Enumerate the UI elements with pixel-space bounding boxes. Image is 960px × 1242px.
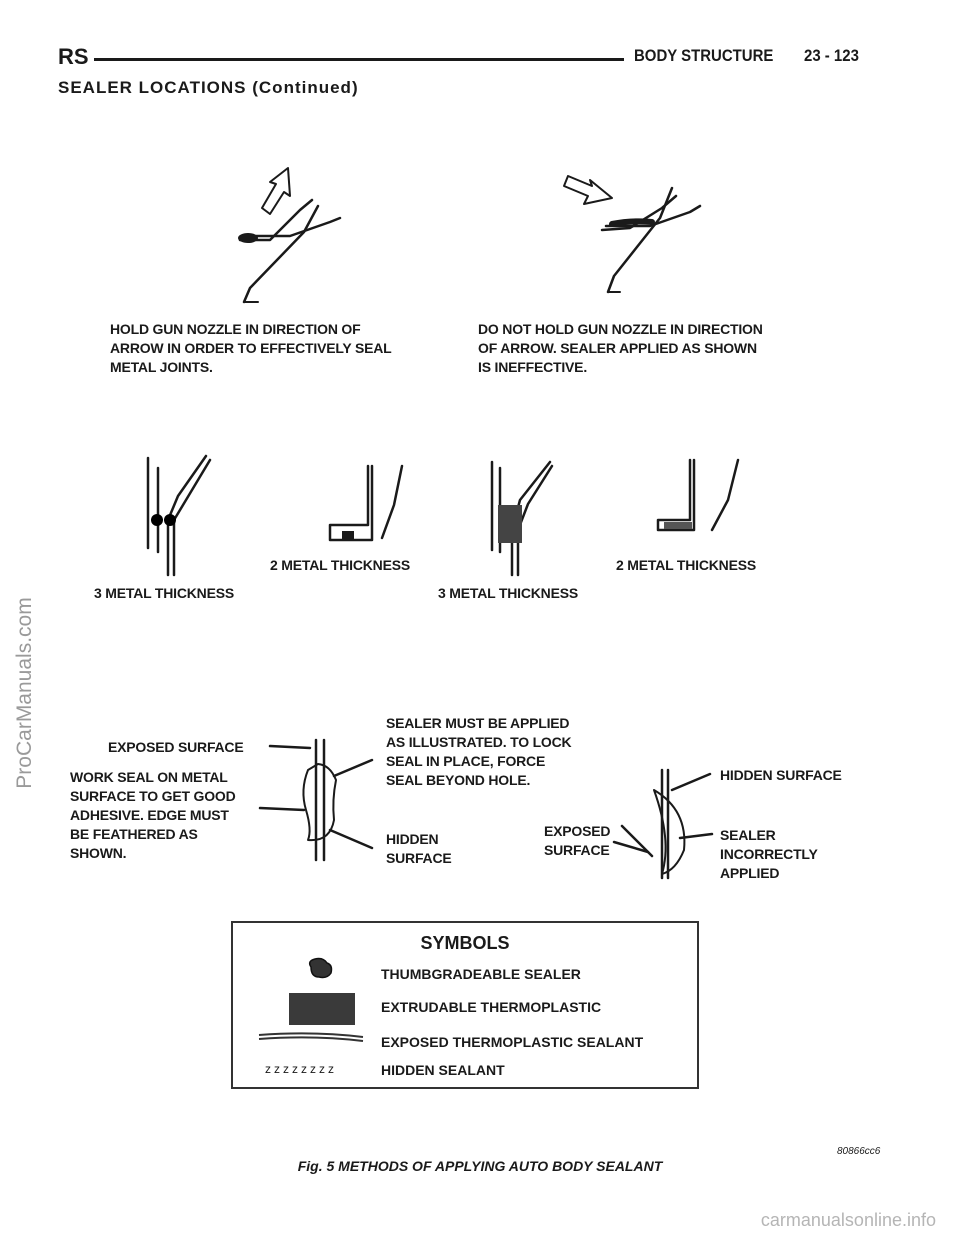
symbols-legend: SYMBOLS THUMBGRADEABLE SEALER EXTRUDABLE… (231, 921, 699, 1089)
correct-nozzle-illustration (238, 167, 342, 304)
correct-seal-illustration (258, 738, 374, 862)
caption-incorrect-direction: DO NOT HOLD GUN NOZZLE IN DIRECTION OF A… (478, 321, 763, 375)
header-page-number: 23 - 123 (804, 46, 859, 65)
symbol-thumbgradeable: THUMBGRADEABLE SEALER (381, 966, 581, 982)
thumbgradeable-sealer-icon (308, 957, 333, 979)
footer-watermark: carmanualsonline.info (760, 1210, 936, 1230)
symbol-exposed-thermoplastic: EXPOSED THERMOPLASTIC SEALANT (381, 1034, 644, 1050)
label-exposed-surface: EXPOSED SURFACE (108, 739, 244, 755)
label-hidden-surface-left: HIDDEN SURFACE (386, 831, 452, 866)
incorrect-seal-illustration (612, 768, 714, 880)
label-three-metal-1: 3 METAL THICKNESS (94, 585, 234, 601)
label-exposed-surface-right: EXPOSED SURFACE (544, 823, 611, 858)
label-sealer-must: SEALER MUST BE APPLIED AS ILLUSTRATED. T… (386, 715, 572, 788)
label-sealer-incorrect: SEALER INCORRECTLY APPLIED (720, 827, 818, 881)
figure-ref-code: 80866cc6 (837, 1146, 881, 1157)
two-metal-extruded-illustration (656, 458, 740, 532)
label-two-metal-2: 2 METAL THICKNESS (616, 557, 756, 573)
symbols-glyphs (258, 957, 364, 1042)
exposed-thermoplastic-icon (258, 1032, 364, 1042)
three-metal-filled-illustration (490, 460, 554, 577)
header-section-title: BODY STRUCTURE (634, 46, 774, 65)
figure-caption: Fig. 5 METHODS OF APPLYING AUTO BODY SEA… (297, 1158, 663, 1174)
header-rule (94, 58, 624, 61)
caption-correct-direction: HOLD GUN NOZZLE IN DIRECTION OF ARROW IN… (110, 321, 392, 375)
symbols-title: SYMBOLS (420, 933, 510, 953)
incorrect-nozzle-illustration (563, 175, 702, 294)
extrudable-thermoplastic-icon (289, 993, 355, 1025)
label-three-metal-2: 3 METAL THICKNESS (438, 585, 578, 601)
label-two-metal-1: 2 METAL THICKNESS (270, 557, 410, 573)
two-metal-illustration (328, 464, 404, 542)
symbol-hidden-sealant: HIDDEN SEALANT (381, 1062, 505, 1078)
label-hidden-surface-right: HIDDEN SURFACE (720, 767, 842, 783)
symbol-extrudable: EXTRUDABLE THERMOPLASTIC (381, 999, 602, 1015)
header-code: RS (58, 44, 89, 69)
hidden-sealant-glyph: zzzzzzzz (265, 1062, 337, 1076)
label-work-seal: WORK SEAL ON METAL SURFACE TO GET GOOD A… (70, 769, 236, 861)
section-heading: SEALER LOCATIONS (Continued) (58, 78, 359, 97)
three-metal-holes-illustration (146, 454, 212, 577)
